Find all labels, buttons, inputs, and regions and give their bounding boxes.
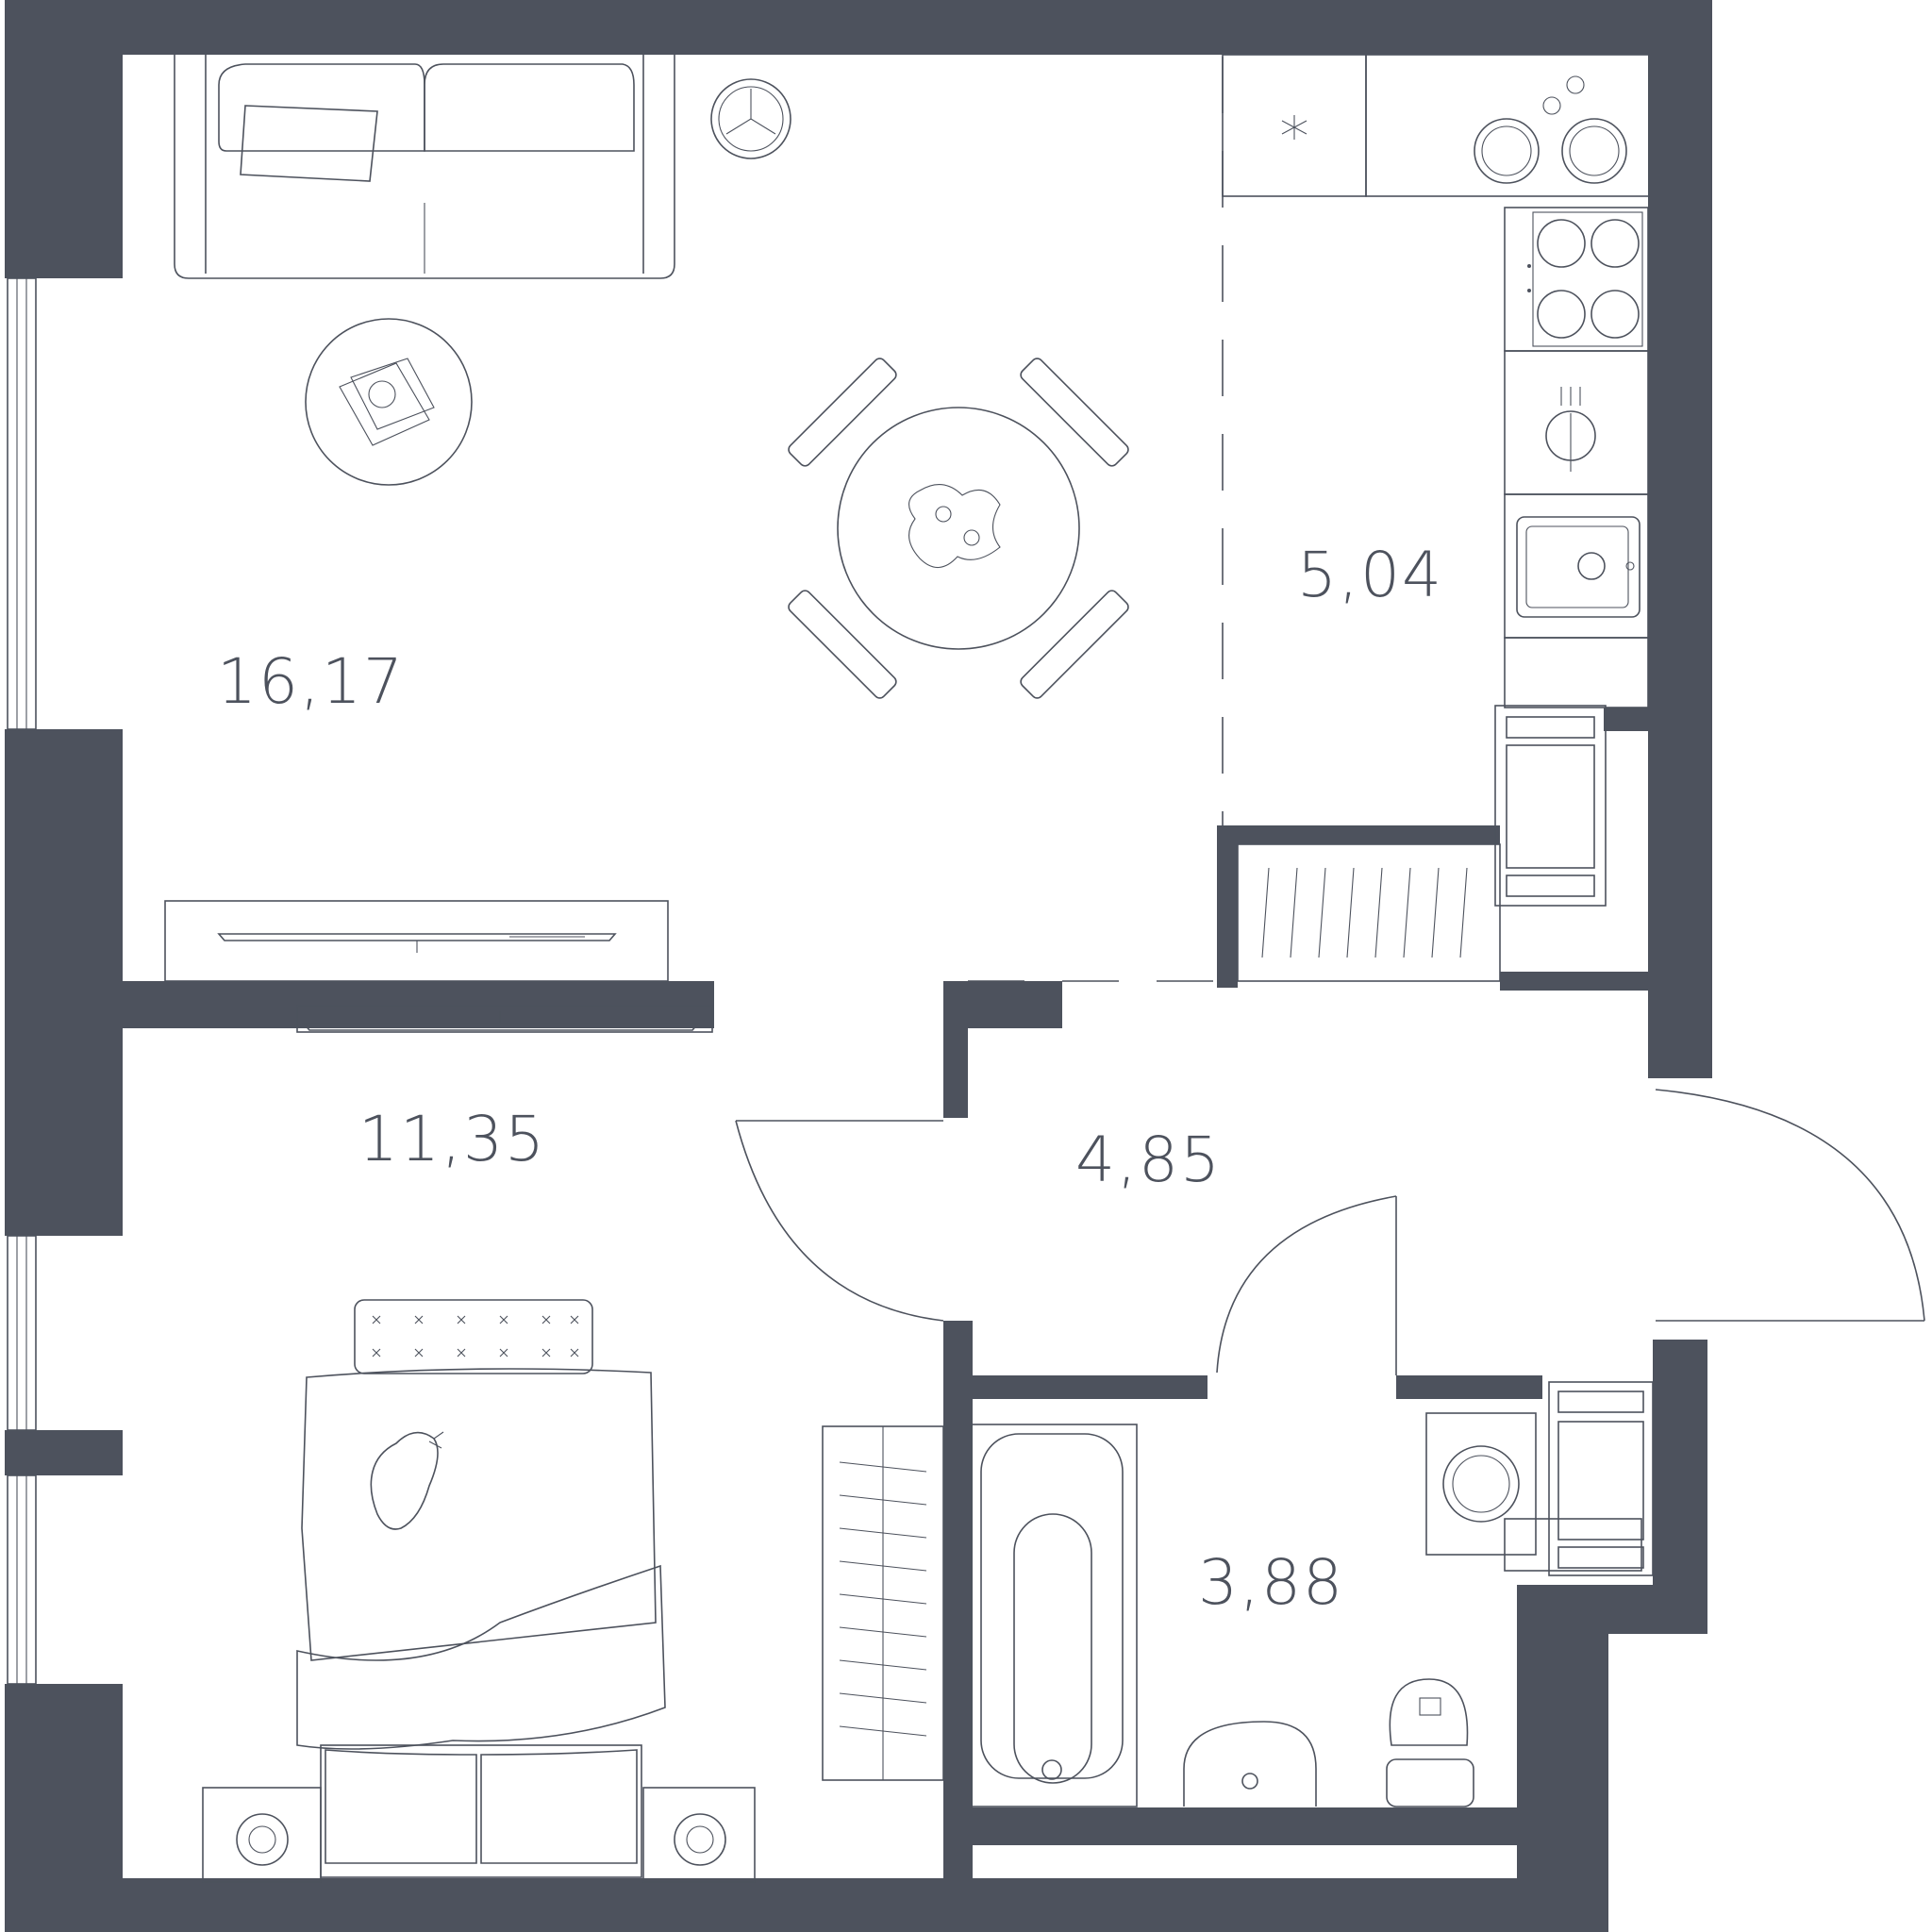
door-swing-icon [735,1120,944,1322]
cooktop-icon [1504,207,1649,352]
coffee-table-icon [305,318,473,486]
door-swing-icon [1216,1089,1925,1375]
washbasin-icon [1183,1721,1317,1824]
wardrobe-icon [1237,843,1501,982]
room-area-label: 11,35 [358,1103,546,1175]
sink-icon [1504,493,1649,639]
zone-dividers [968,57,1224,982]
room-area-label: 4,85 [1075,1124,1222,1196]
tv-stand-icon [164,900,669,982]
cat-icon [370,1431,444,1530]
tv-icon [296,1005,713,1033]
tv-icon [217,933,617,953]
walls [5,0,1714,1932]
counter-end [1504,637,1649,708]
fridge-icon [1222,54,1367,197]
toilet-icon [1386,1678,1474,1807]
bed-icon [296,1299,666,1878]
room-area-label: 3,88 [1198,1546,1344,1619]
floor-lamp-icon [710,78,791,159]
dining-table-icon [788,358,1129,699]
oven-icon [1504,350,1649,495]
window-icon [7,277,37,1685]
sofa-icon [174,55,675,279]
room-area-label: 16,17 [217,645,405,718]
room-area-label: 5,04 [1297,539,1443,611]
radiator-icon [1494,705,1654,1576]
wardrobe-icon [822,1425,944,1781]
dishwasher-icon [1365,54,1650,197]
washing-machine-icon [1425,1412,1537,1556]
bathtub-icon [971,1424,1138,1807]
nightstand-icon [202,1787,756,1883]
